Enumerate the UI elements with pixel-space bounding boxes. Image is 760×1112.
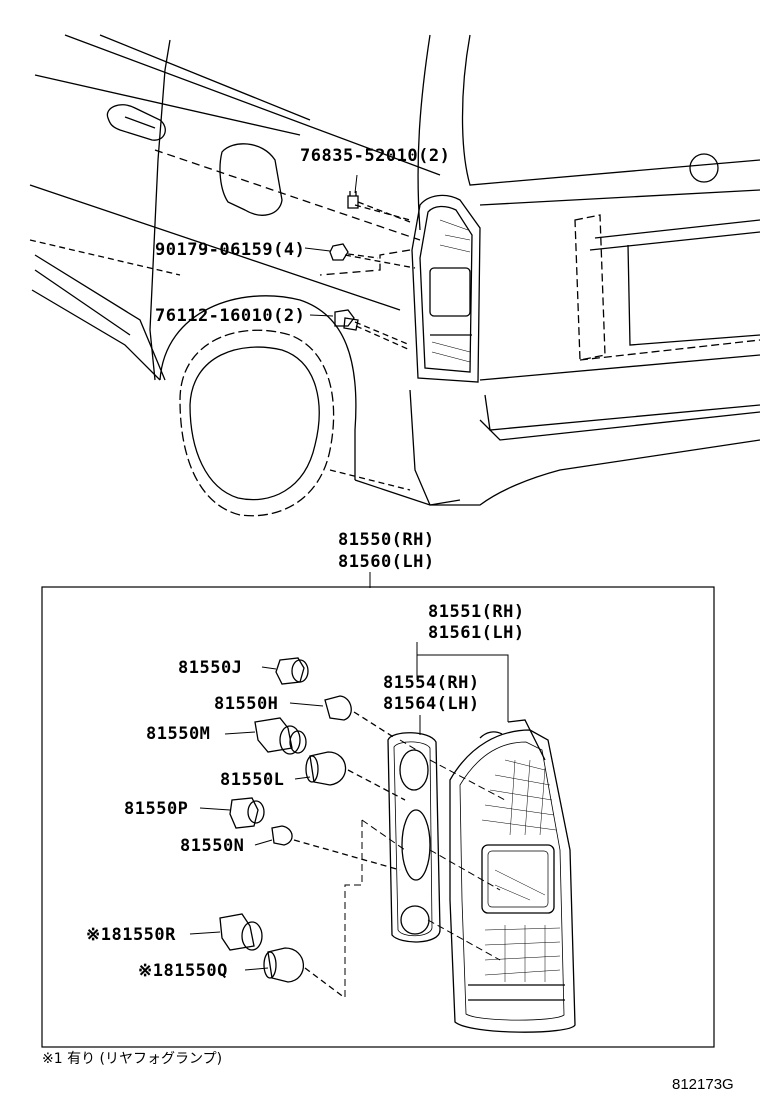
socket-label-81550j: 81550J xyxy=(178,658,243,678)
lens-label-lh: 81561(LH) xyxy=(428,623,525,643)
part-label-90179: 90179-06159(4) xyxy=(155,240,306,260)
socket-81550m xyxy=(224,717,307,755)
socket-label-81550p: 81550P xyxy=(124,799,189,819)
bolt-icon xyxy=(334,309,411,351)
socket-81550r xyxy=(189,913,263,951)
footnote: ※1 有り (リヤフォグランプ) xyxy=(42,1051,223,1067)
socket-label-81550m: 81550M xyxy=(146,724,211,744)
bulb-label-81550n: 81550N xyxy=(180,836,245,856)
gasket-part xyxy=(387,732,441,943)
installed-tail-lamp xyxy=(411,194,481,383)
gasket-label-lh: 81564(LH) xyxy=(383,694,480,714)
bulb-label-81550h: 81550H xyxy=(214,694,279,714)
socket-label-81550r: ※181550R xyxy=(86,925,176,945)
vehicle-body-illustration xyxy=(29,34,760,517)
socket-81550p xyxy=(199,797,265,829)
bulb-label-81550q: ※181550Q xyxy=(138,961,228,981)
assembly-label-rh: 81550(RH) xyxy=(338,530,435,550)
bulb-81550n xyxy=(254,825,401,871)
screw-icon xyxy=(347,191,411,223)
bulb-81550l xyxy=(294,751,406,801)
part-label-76112: 76112-16010(2) xyxy=(155,306,306,326)
socket-81550j xyxy=(261,657,309,685)
diagram-code: 812173G xyxy=(672,1076,734,1093)
nut-icon xyxy=(329,243,379,261)
assembly-label-lh: 81560(LH) xyxy=(338,552,435,572)
part-label-76835: 76835-52010(2) xyxy=(300,146,451,166)
bulb-label-81550l: 81550L xyxy=(220,770,285,790)
bulb-81550h xyxy=(289,695,396,739)
gasket-label-rh: 81554(RH) xyxy=(383,673,480,693)
bulb-81550q xyxy=(244,947,346,999)
tail-lamp-lens xyxy=(449,719,576,1033)
lens-label-rh: 81551(RH) xyxy=(428,602,525,622)
assembly-box xyxy=(41,586,715,1048)
